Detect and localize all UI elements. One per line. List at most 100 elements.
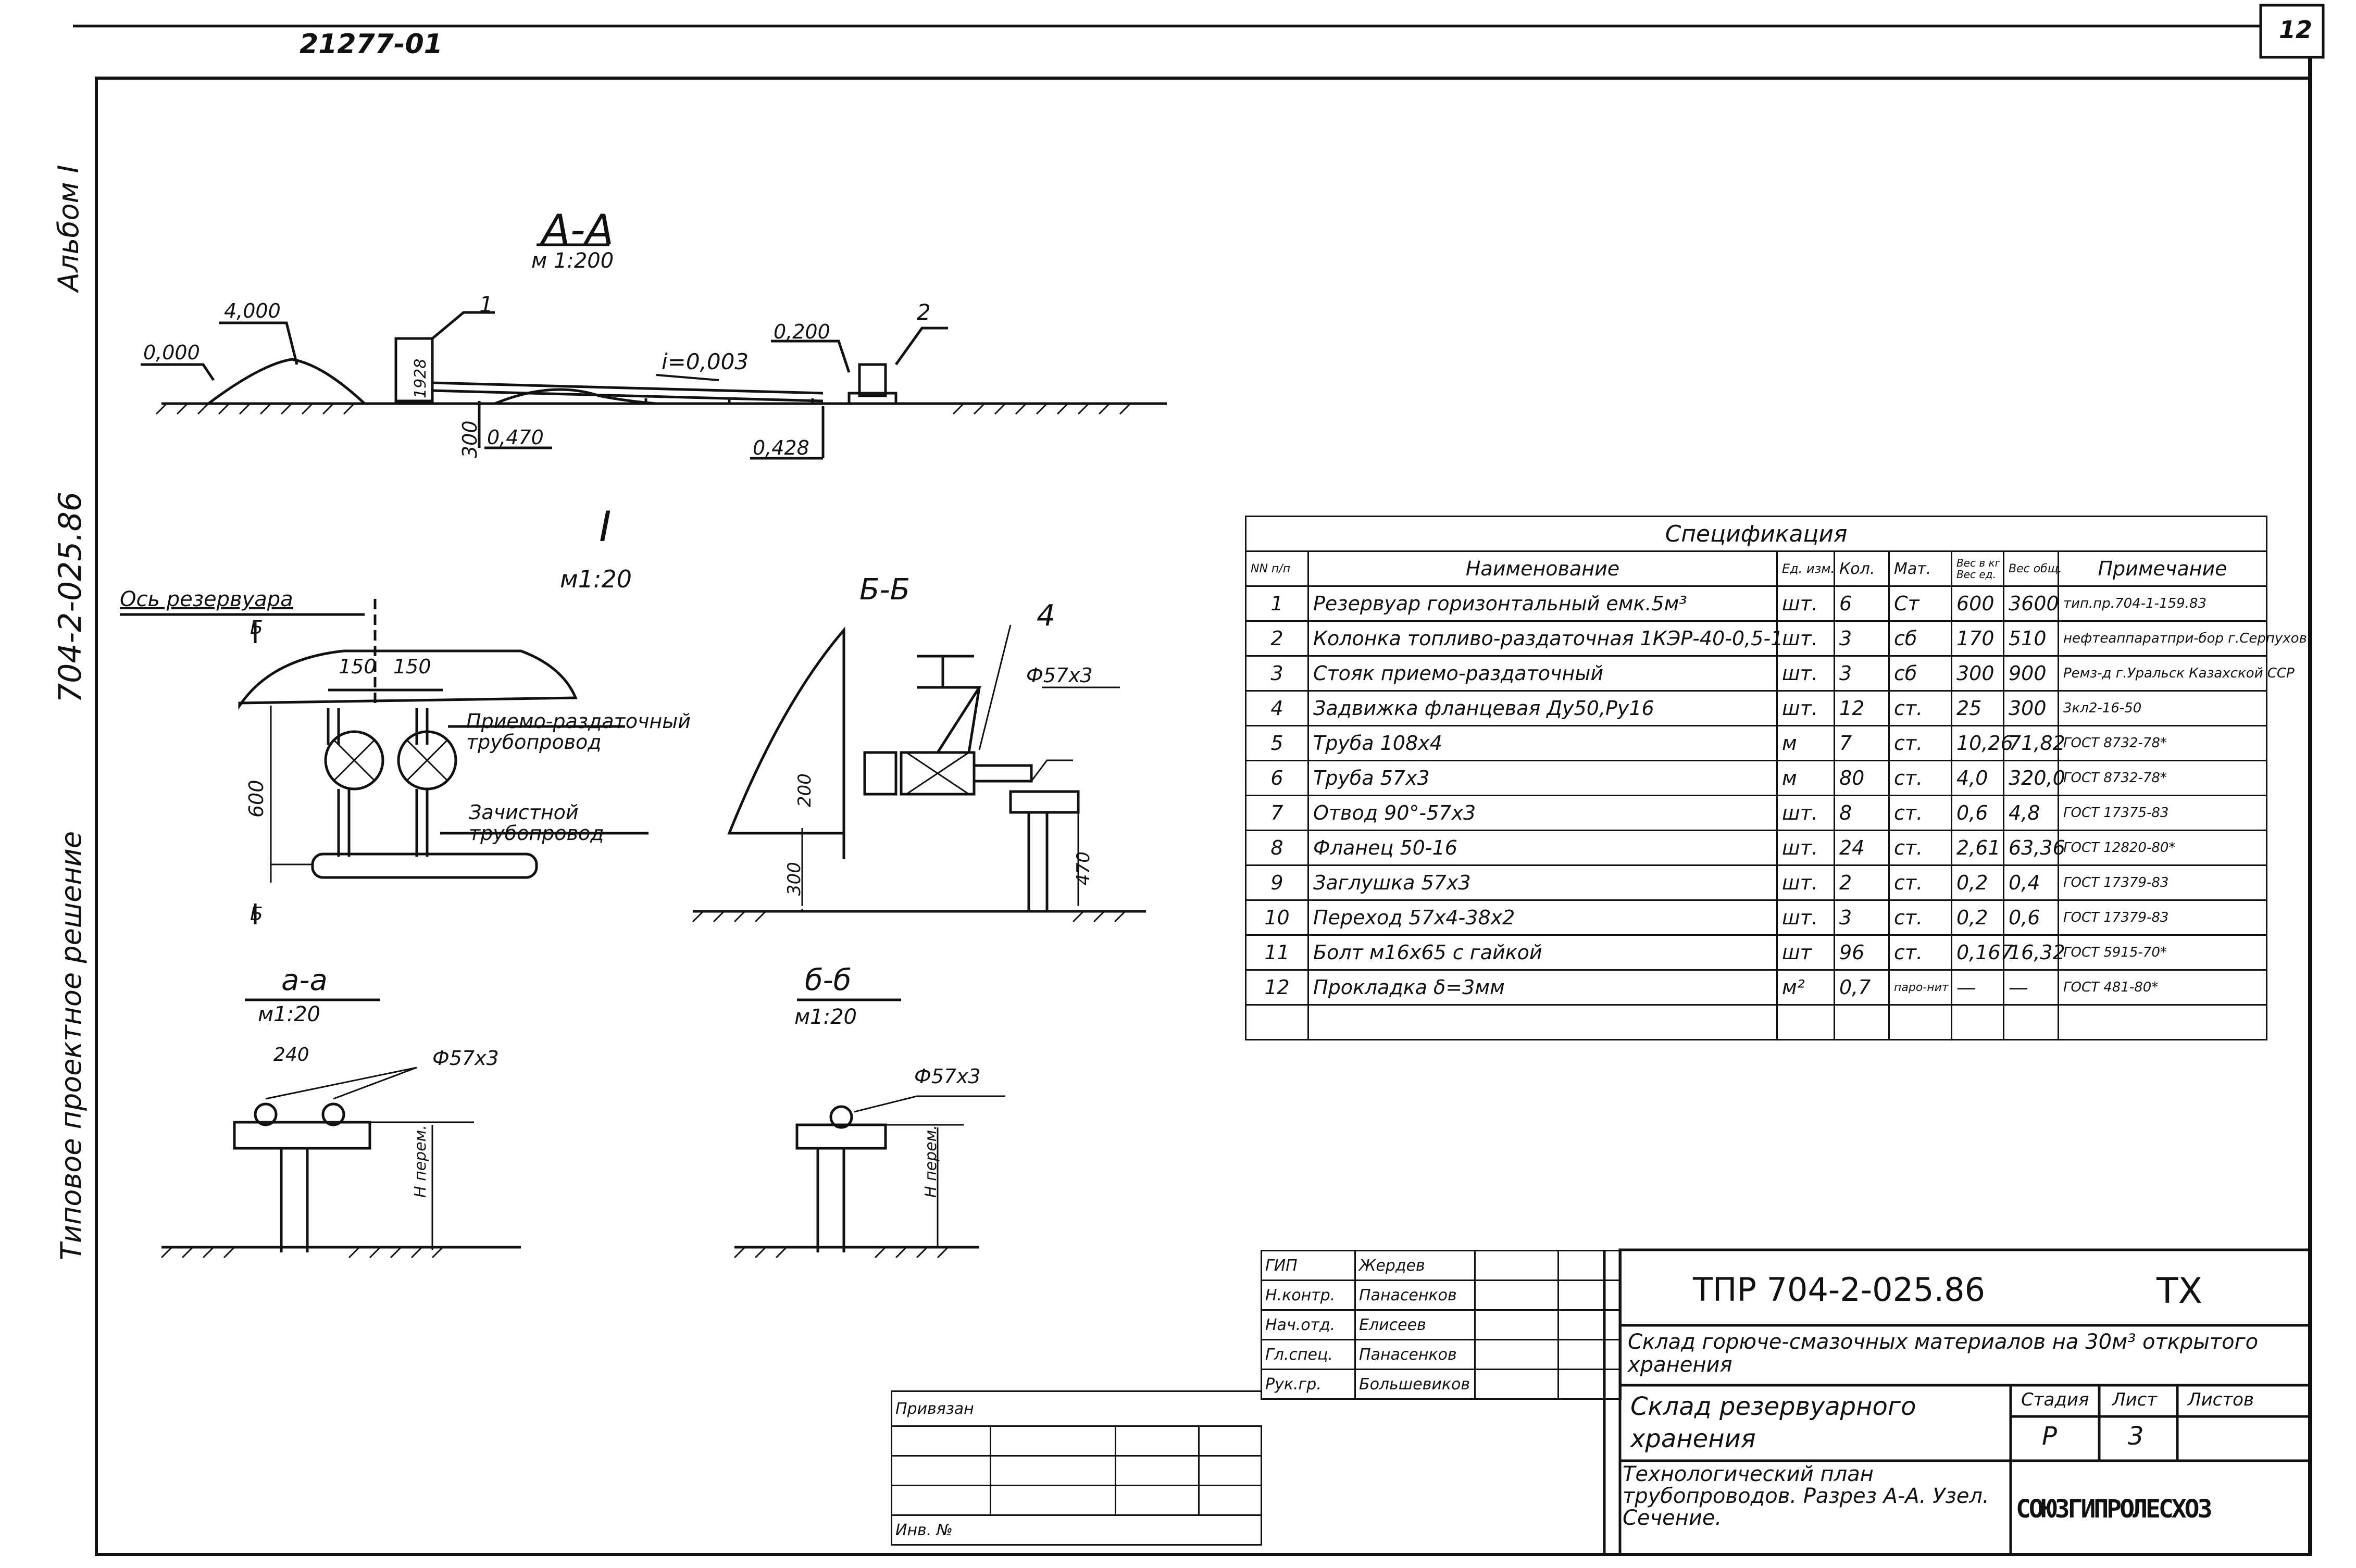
spec-cell-name: Задвижка фланцевая Ду50,Ру16 — [1307, 690, 1778, 726]
spec-cell-unit — [1776, 1004, 1835, 1040]
spec-cell-unit: м² — [1776, 969, 1835, 1006]
section-aa-title: А-А — [542, 206, 614, 254]
mark-0000: 0,000 — [143, 341, 200, 364]
signature-name: Панасенков — [1354, 1339, 1476, 1370]
spec-cell-note: Ремз-д г.Уральск Казахской ССР — [2058, 655, 2295, 692]
spec-title-row: Спецификация — [1245, 516, 2267, 552]
spec-cell-material: ст. — [1888, 725, 1952, 761]
spec-cell-no: 6 — [1245, 760, 1309, 796]
spec-cell-name: Стояк приемо-раздаточный — [1307, 655, 1778, 692]
callout-2: 2 — [917, 299, 931, 325]
signature-role: Нач.отд. — [1261, 1309, 1356, 1340]
spec-cell-qty: 0,7 — [1834, 969, 1890, 1006]
tank-axis-label: Ось резервуара — [120, 587, 293, 611]
spec-cell-qty: 7 — [1834, 725, 1890, 761]
spec-cell-unit: м — [1776, 725, 1835, 761]
spec-cell-note: ГОСТ 5915-70* — [2058, 934, 2267, 971]
spec-cell-unit: шт. — [1776, 795, 1835, 831]
signature-role: Н.контр. — [1261, 1280, 1356, 1311]
section-b-title: б-б — [805, 963, 852, 997]
section-a-title: а-а — [281, 963, 328, 997]
pipe-57x3-bb: Ф57х3 — [1026, 664, 1093, 687]
spec-cell-name: Переход 57х4-38х2 — [1307, 899, 1778, 936]
section-mark-b-top: Б — [250, 617, 263, 638]
spec-cell-unit: шт. — [1776, 830, 1835, 866]
pipe-57x3-a: Ф57х3 — [432, 1047, 499, 1070]
spec-cell-material: сб — [1888, 620, 1952, 657]
spec-cell-weight-total: 0,4 — [2003, 864, 2059, 901]
section-a-scale: м1:20 — [258, 1002, 320, 1026]
spec-cell-name: Колонка топливо-раздаточная 1КЭР-40-0,5-… — [1307, 620, 1783, 657]
spec-cell-qty: 8 — [1834, 795, 1890, 831]
spec-cell-material: сб — [1888, 655, 1952, 692]
spec-cell-material: ст. — [1888, 864, 1952, 901]
inventory-label: Инв. № — [890, 1514, 1263, 1546]
spec-cell-note: ГОСТ 481-80* — [2058, 969, 2267, 1006]
spec-title: Спецификация — [1245, 516, 2267, 552]
spec-cell-no: 9 — [1245, 864, 1309, 901]
spec-cell-unit: шт. — [1776, 655, 1835, 692]
signature-row: Гл.спец.Панасенков — [1261, 1339, 1622, 1370]
spec-header-weight-each: Вес ед. — [1956, 568, 1996, 581]
spec-cell-note: ГОСТ 17379-83 — [2058, 899, 2267, 936]
sheets-header: Листов — [2188, 1389, 2254, 1410]
spec-cell-name: Заглушка 57х3 — [1307, 864, 1778, 901]
spec-cell-qty: 2 — [1834, 864, 1890, 901]
signature-name: Елисеев — [1354, 1309, 1476, 1340]
organization-name: СОЮЗГИПРОЛЕСХОЗ — [2016, 1495, 2212, 1524]
spec-cell-weight-each: — — [1951, 969, 2004, 1006]
spec-cell-no: 4 — [1245, 690, 1309, 726]
signature-name: Панасенков — [1354, 1280, 1476, 1311]
spec-cell-unit: м — [1776, 760, 1835, 796]
spec-cell-weight-total: 320,0 — [2003, 760, 2065, 796]
spec-header-row: NN п/п Наименование Ед. изм. Кол. Мат. В… — [1245, 550, 2267, 587]
signature-role: ГИП — [1261, 1250, 1356, 1281]
signature-sign — [1474, 1280, 1559, 1311]
spec-cell-weight-each: 0,6 — [1951, 795, 2004, 831]
document-code: 21277-01 — [300, 29, 443, 60]
signature-sign — [1474, 1339, 1559, 1370]
node-i-scale: м1:20 — [560, 565, 632, 593]
mark-0428: 0,428 — [753, 436, 809, 459]
pipe-receiving-label: Приемо-раздаточный трубопровод — [466, 710, 691, 754]
spec-cell-no — [1245, 1004, 1309, 1040]
spec-cell-no: 11 — [1245, 934, 1309, 971]
stage-value: Р — [2042, 1422, 2057, 1451]
signature-date — [1557, 1369, 1622, 1400]
spec-cell-material: ст. — [1888, 795, 1952, 831]
spec-cell-qty: 6 — [1834, 585, 1890, 622]
signature-name: Жердев — [1354, 1250, 1476, 1281]
spec-cell-name: Прокладка δ=3мм — [1307, 969, 1778, 1006]
signature-date — [1557, 1250, 1622, 1281]
spec-cell-weight-each: 170 — [1951, 620, 2004, 657]
slope-label: i=0,003 — [662, 349, 749, 374]
spec-cell-qty: 24 — [1834, 830, 1890, 866]
mark-0470: 0,470 — [487, 426, 544, 449]
signature-date — [1557, 1339, 1622, 1370]
spec-cell-unit: шт. — [1776, 620, 1835, 657]
spec-header-note: Примечание — [2058, 550, 2267, 587]
spec-cell-note: 3кл2-16-50 — [2058, 690, 2267, 726]
sheet-header: Лист — [2112, 1389, 2158, 1410]
spec-cell-note — [2058, 1004, 2267, 1040]
spec-cell-no: 1 — [1245, 585, 1309, 622]
project-title: Склад горюче-смазочных материалов на 30м… — [1628, 1330, 2259, 1377]
spec-cell-note: ГОСТ 8732-78* — [2058, 725, 2267, 761]
signature-row: Н.контр.Панасенков — [1261, 1280, 1622, 1311]
signature-row: Рук.гр.Большевиков — [1261, 1369, 1622, 1400]
stage-header: Стадия — [2021, 1389, 2089, 1410]
spec-cell-qty: 80 — [1834, 760, 1890, 796]
signature-sign — [1474, 1369, 1559, 1400]
spec-header-weight-unit: Вес в кг Вес ед. — [1951, 550, 2004, 587]
spec-cell-weight-each: 0,2 — [1951, 864, 2004, 901]
spec-cell-note: ГОСТ 17379-83 — [2058, 864, 2267, 901]
signature-sign — [1474, 1250, 1559, 1281]
callout-1: 1 — [479, 292, 493, 317]
spec-cell-qty: 96 — [1834, 934, 1890, 971]
spec-header-unit: Ед. изм. — [1776, 550, 1835, 587]
spec-cell-no: 5 — [1245, 725, 1309, 761]
